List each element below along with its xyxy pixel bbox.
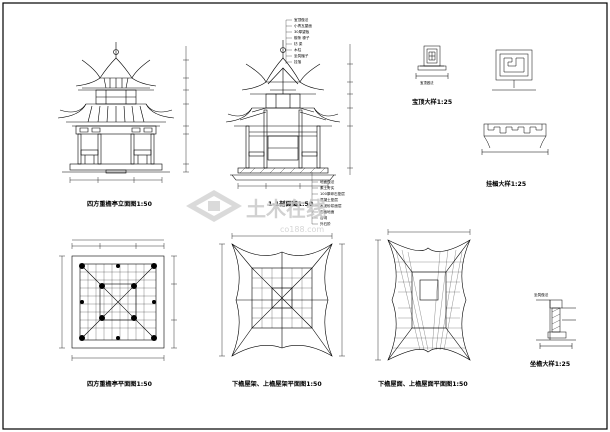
section-leader-lines xyxy=(285,19,292,64)
section-bottom-notes: 地面做法 素土夯实 100厚碎石垫层 混凝土垫层 水泥砂浆面层 石板地面 台明 … xyxy=(320,179,345,226)
section-bottom-leader-lines xyxy=(311,172,318,225)
note-bottom-0: 地面做法 xyxy=(320,179,335,184)
section-top-notes: 宝顶做法 小青瓦屋面 30厚望板 檩条 椽子 枋 梁 木柱 坐凳楣子 挂落 xyxy=(294,17,312,64)
note-top-5: 木柱 xyxy=(294,47,302,52)
railing-detail-drawing xyxy=(481,49,549,155)
note-bottom-2: 100厚碎石垫层 xyxy=(320,191,345,196)
caption-plan: 四方重檐亭平面图1:50 xyxy=(87,380,153,388)
watermark-brand: 土木在线 xyxy=(246,197,326,221)
bench-detail-label: 坐凳做法 xyxy=(534,292,549,297)
plan-grid xyxy=(80,264,156,340)
watermark: 土木在线 co188.com xyxy=(186,190,326,234)
roof-frame-rafters xyxy=(252,268,312,328)
note-bottom-6: 台明 xyxy=(320,215,328,220)
plan-columns xyxy=(79,263,157,341)
front-elevation-drawing xyxy=(57,42,175,174)
section-drawing xyxy=(225,40,341,181)
caption-front-elevation: 四方重檐亭立面图1:50 xyxy=(87,200,153,208)
note-bottom-1: 素土夯实 xyxy=(320,185,335,190)
front-elevation-dimensions xyxy=(69,46,189,183)
plan-dimensions xyxy=(59,239,177,361)
roof-frame-dimensions xyxy=(219,233,345,357)
caption-roof-surface-plan: 下檐屋面、上檐屋面平面图1:50 xyxy=(378,380,468,388)
note-top-6: 坐凳楣子 xyxy=(294,53,309,58)
note-top-2: 30厚望板 xyxy=(294,29,310,34)
bench-detail-hatch xyxy=(551,307,561,331)
roof-surface-dimensions xyxy=(375,229,471,361)
note-bottom-3: 混凝土垫层 xyxy=(320,197,338,202)
section-dimensions xyxy=(237,44,353,189)
roof-surface-tiles xyxy=(392,249,466,351)
note-top-0: 宝顶做法 xyxy=(294,17,309,22)
note-top-4: 枋 梁 xyxy=(294,41,303,46)
caption-bench-detail: 坐檐大样1:25 xyxy=(530,360,570,368)
section-base-hatch xyxy=(239,167,326,174)
note-bottom-7: 外石阶 xyxy=(320,221,331,226)
note-bottom-5: 石板地面 xyxy=(320,209,335,214)
ridge-detail-drawing: 宝顶做法 xyxy=(415,45,449,85)
caption-railing-detail: 挂楣大样1:25 xyxy=(486,180,526,188)
note-top-3: 檩条 椽子 xyxy=(294,35,310,40)
note-top-1: 小青瓦屋面 xyxy=(294,23,312,28)
watermark-logo-icon xyxy=(186,190,242,222)
note-top-7: 挂落 xyxy=(294,59,302,64)
caption-ridge-detail: 宝顶大样1:25 xyxy=(412,98,452,106)
caption-section: 1-1剖面图1:50 xyxy=(268,200,314,208)
svg-text:宝顶做法: 宝顶做法 xyxy=(420,80,434,85)
caption-roof-frame-plan: 下檐屋架、上檐屋架平面图1:50 xyxy=(232,380,322,388)
note-bottom-4: 水泥砂浆面层 xyxy=(320,203,342,208)
watermark-url: co188.com xyxy=(280,225,324,234)
